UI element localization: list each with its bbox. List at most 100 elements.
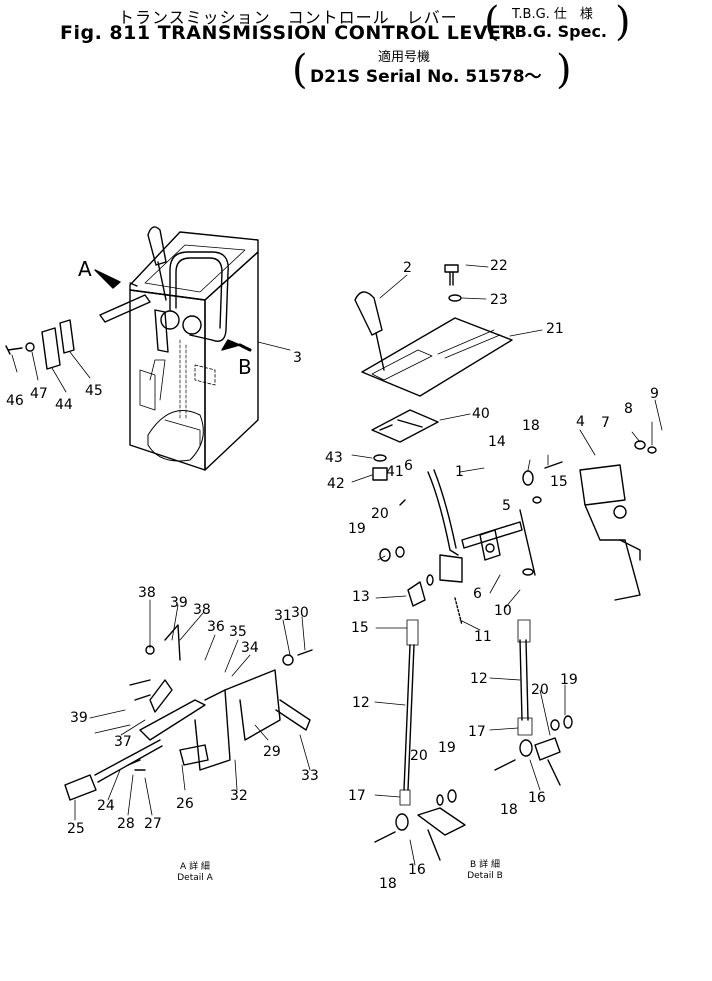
callout-19: 19	[560, 672, 578, 688]
callout-3: 3	[293, 350, 302, 366]
serial-number: D21S Serial No. 51578～	[310, 67, 542, 87]
mounting-plate	[361, 317, 513, 397]
rod-12-left	[399, 619, 419, 806]
callout-16: 16	[528, 790, 546, 806]
callout-22: 22	[490, 258, 508, 274]
callout-24: 24	[97, 798, 115, 814]
callout-6: 6	[473, 586, 482, 602]
view-b-arrow-tail	[238, 343, 252, 352]
leader-lines	[11, 264, 663, 866]
lever-guard-handle	[169, 251, 229, 342]
view-a-arrow	[94, 269, 121, 289]
serial-paren-left: (	[292, 47, 308, 93]
spec-paren-left: (	[484, 0, 500, 45]
callout-43: 43	[325, 450, 343, 466]
serial-paren-right: )	[556, 47, 572, 93]
callout-14: 14	[488, 434, 506, 450]
callout-39: 39	[170, 595, 188, 611]
callout-17: 17	[468, 724, 486, 740]
callout-9: 9	[650, 386, 659, 402]
callout-45: 45	[85, 383, 103, 399]
callout-29: 29	[263, 744, 281, 760]
detail-a-jp: A 詳 細	[180, 862, 210, 872]
detail-a-parts	[64, 624, 313, 801]
view-b-arrow	[221, 339, 241, 351]
callout-27: 27	[144, 816, 162, 832]
callout-37: 37	[114, 734, 132, 750]
figure-title: Fig. 811 TRANSMISSION CONTROL LEVER	[60, 22, 517, 44]
callout-17: 17	[348, 788, 366, 804]
callout-10: 10	[494, 603, 512, 619]
callout-12: 12	[352, 695, 370, 711]
callout-39: 39	[70, 710, 88, 726]
callout-18: 18	[379, 876, 397, 892]
parts-13-20	[379, 546, 463, 626]
linkage-assembly-a	[99, 282, 202, 353]
callout-2: 2	[403, 260, 412, 276]
callout-8: 8	[624, 401, 633, 417]
callout-20: 20	[371, 506, 389, 522]
callout-26: 26	[176, 796, 194, 812]
callout-18: 18	[522, 418, 540, 434]
view-b-label: B	[238, 355, 252, 379]
callout-44: 44	[55, 397, 73, 413]
rod-12-right	[517, 619, 533, 736]
knob-2	[354, 291, 385, 371]
detail-b-en: Detail B	[467, 871, 503, 881]
callout-layer: 1234566789101112121314151516161717181818…	[6, 258, 659, 892]
callout-18: 18	[500, 802, 518, 818]
detail-a-en: Detail A	[177, 873, 213, 883]
callout-31: 31	[274, 608, 292, 624]
callout-1: 1	[455, 464, 464, 480]
callout-11: 11	[474, 629, 492, 645]
detail-b-caption: B 詳 細 Detail B	[450, 860, 520, 882]
callout-4: 4	[576, 414, 585, 430]
callout-7: 7	[601, 415, 610, 431]
shaft-5	[461, 521, 523, 561]
plate-bolt-22	[444, 264, 459, 286]
callout-23: 23	[490, 292, 508, 308]
callout-13: 13	[352, 589, 370, 605]
callout-41: 41	[386, 464, 404, 480]
callout-47: 47	[30, 386, 48, 402]
callout-34: 34	[241, 640, 259, 656]
lever-rod-1	[427, 469, 463, 583]
callout-40: 40	[472, 406, 490, 422]
callout-20: 20	[531, 682, 549, 698]
spec-paren-right: )	[615, 0, 631, 45]
callout-33: 33	[301, 768, 319, 784]
callout-46: 46	[6, 393, 24, 409]
callout-42: 42	[327, 476, 345, 492]
parts-44-47	[5, 319, 75, 370]
callout-25: 25	[67, 821, 85, 837]
applicable-japanese: 適用号機	[378, 50, 431, 65]
callout-35: 35	[229, 624, 247, 640]
view-a-label: A	[78, 257, 92, 281]
washer-23	[448, 294, 462, 302]
spec-japanese: T.B.G. 仕 様	[512, 7, 593, 22]
console-housing	[129, 231, 259, 471]
callout-28: 28	[117, 816, 135, 832]
spec-label: T.B.G. Spec.	[500, 22, 608, 41]
callout-21: 21	[546, 321, 564, 337]
bolts-41-43	[372, 454, 388, 481]
detail-b-jp: B 詳 細	[470, 860, 500, 870]
parts-6-15-right	[399, 440, 657, 576]
callout-36: 36	[207, 619, 225, 635]
bracket-4	[579, 464, 641, 601]
callout-15: 15	[550, 474, 568, 490]
callout-12: 12	[470, 671, 488, 687]
bracket-40	[371, 409, 439, 443]
detail-a-caption: A 詳 細 Detail A	[160, 862, 230, 884]
callout-19: 19	[438, 740, 456, 756]
callout-20: 20	[410, 748, 428, 764]
callout-19: 19	[348, 521, 366, 537]
callout-38: 38	[138, 585, 156, 601]
gear-shift-knob	[147, 226, 167, 301]
callout-16: 16	[408, 862, 426, 878]
detail-b-parts	[374, 715, 573, 861]
title-japanese: トランスミッション コントロール レバー	[118, 8, 458, 27]
callout-15: 15	[351, 620, 369, 636]
callout-30: 30	[291, 605, 309, 621]
